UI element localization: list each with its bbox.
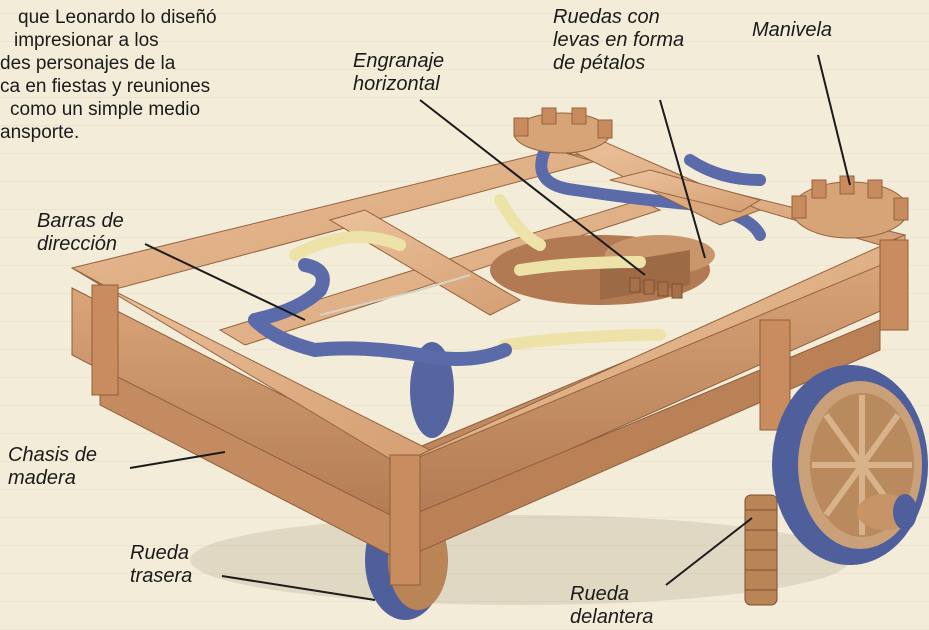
front-wheel <box>772 365 928 565</box>
label-barras-direccion: Barras de dirección <box>37 210 124 256</box>
intro-line: impresionar a los <box>14 30 159 51</box>
label-engranaje-horizontal: Engranaje horizontal <box>353 50 444 96</box>
label-line: Manivela <box>752 19 833 41</box>
label-line: horizontal <box>353 73 440 95</box>
leader-barras <box>144 243 306 321</box>
label-ruedas-levas: Ruedas con levas en forma de pétalos <box>553 6 684 75</box>
crank-gear <box>791 175 909 239</box>
label-line: Ruedas con <box>553 6 660 28</box>
leader-rueda-delantera <box>665 517 753 586</box>
steering-bars <box>248 258 512 366</box>
intro-line: que Leonardo lo diseñó <box>18 7 217 28</box>
label-chasis-madera: Chasis de madera <box>8 444 97 490</box>
label-line: levas en forma <box>553 29 685 51</box>
label-line: dirección <box>37 233 118 255</box>
label-line: trasera <box>130 565 193 587</box>
intro-line: ansporte. <box>0 122 80 143</box>
label-line: Engranaje <box>353 50 445 72</box>
label-rueda-trasera: Rueda trasera <box>130 542 192 588</box>
label-line: de pétalos <box>553 52 646 74</box>
intro-paragraph: que Leonardo lo diseñó impresionar a los… <box>0 6 300 144</box>
intro-line: des personajes de la <box>0 53 176 74</box>
left-top-gear <box>513 107 613 154</box>
label-line: delantera <box>570 606 654 628</box>
front-pinion <box>744 494 778 606</box>
intro-line: como un simple medio <box>10 99 201 120</box>
label-line: madera <box>8 467 76 489</box>
label-line: Rueda <box>570 583 629 605</box>
cart-shadow <box>190 515 850 605</box>
leader-manivela <box>817 54 851 186</box>
leader-engranaje <box>419 99 646 276</box>
back-left-wheel <box>410 342 454 438</box>
leader-lines <box>129 54 851 601</box>
label-line: Barras de <box>37 210 124 232</box>
leader-rueda-trasera <box>221 575 376 601</box>
leader-chasis <box>129 451 226 469</box>
label-rueda-delantera: Rueda delantera <box>570 583 653 629</box>
leader-ruedas-levas <box>659 99 706 259</box>
label-line: Chasis de <box>8 444 97 466</box>
steering-link <box>319 274 471 316</box>
intro-line: ca en fiestas y reuniones <box>0 76 211 97</box>
springs <box>289 194 666 351</box>
horizontal-gear <box>629 277 683 299</box>
label-manivela: Manivela <box>752 19 832 42</box>
label-line: Rueda <box>130 542 189 564</box>
